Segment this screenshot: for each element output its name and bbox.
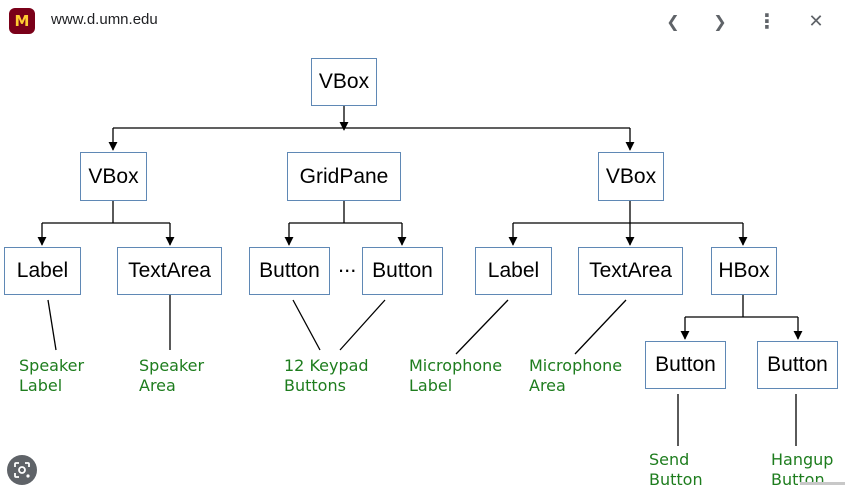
leader-microphone-label <box>455 299 509 355</box>
node-left-label: Label <box>4 247 81 295</box>
node-root-vbox: VBox <box>311 58 377 106</box>
lens-glyph <box>14 462 30 478</box>
more-vertical-icon[interactable]: ⋮ <box>757 9 777 33</box>
leader-keypad-1 <box>292 299 321 351</box>
node-grid-button-1: Button <box>249 247 330 295</box>
annotation-microphone-area: Microphone Area <box>529 356 623 395</box>
node-right-label: Label <box>475 247 552 295</box>
node-hbox: HBox <box>711 247 777 295</box>
node-left-textarea: TextArea <box>117 247 222 295</box>
node-grid-button-2: Button <box>362 247 443 295</box>
annotation-microphone-label: Microphone Label <box>409 356 503 395</box>
close-icon[interactable]: ✕ <box>808 10 824 32</box>
site-favicon: M <box>9 8 35 34</box>
node-right-vbox: VBox <box>598 152 664 201</box>
annotation-keypad-buttons: 12 Keypad Buttons <box>284 356 369 395</box>
favicon-letter: M <box>14 11 30 30</box>
node-gridpane: GridPane <box>287 152 401 201</box>
annotation-speaker-label: Speaker Label <box>19 356 85 395</box>
google-lens-icon[interactable] <box>7 455 37 485</box>
annotation-send-button: Send Button <box>649 450 703 489</box>
url-text[interactable]: www.d.umn.edu <box>51 11 158 28</box>
node-hangup-button: Button <box>757 341 838 389</box>
browser-top-bar: M www.d.umn.edu ❮ ❯ ⋮ ✕ <box>0 0 845 42</box>
leader-keypad-2 <box>339 299 386 351</box>
node-send-button: Button <box>645 341 726 389</box>
back-icon[interactable]: ❮ <box>666 11 680 31</box>
diagram-connectors <box>37 106 803 446</box>
leader-speaker-label <box>47 299 57 351</box>
node-left-vbox: VBox <box>80 152 147 201</box>
node-right-textarea: TextArea <box>578 247 683 295</box>
leader-microphone-area <box>574 299 627 355</box>
scene-graph-diagram: VBox VBox GridPane VBox Label TextArea B… <box>0 42 845 489</box>
scroll-indicator <box>800 482 845 485</box>
annotation-speaker-area: Speaker Area <box>139 356 205 395</box>
grid-ellipsis: ... <box>338 252 357 277</box>
forward-icon[interactable]: ❯ <box>713 11 727 31</box>
